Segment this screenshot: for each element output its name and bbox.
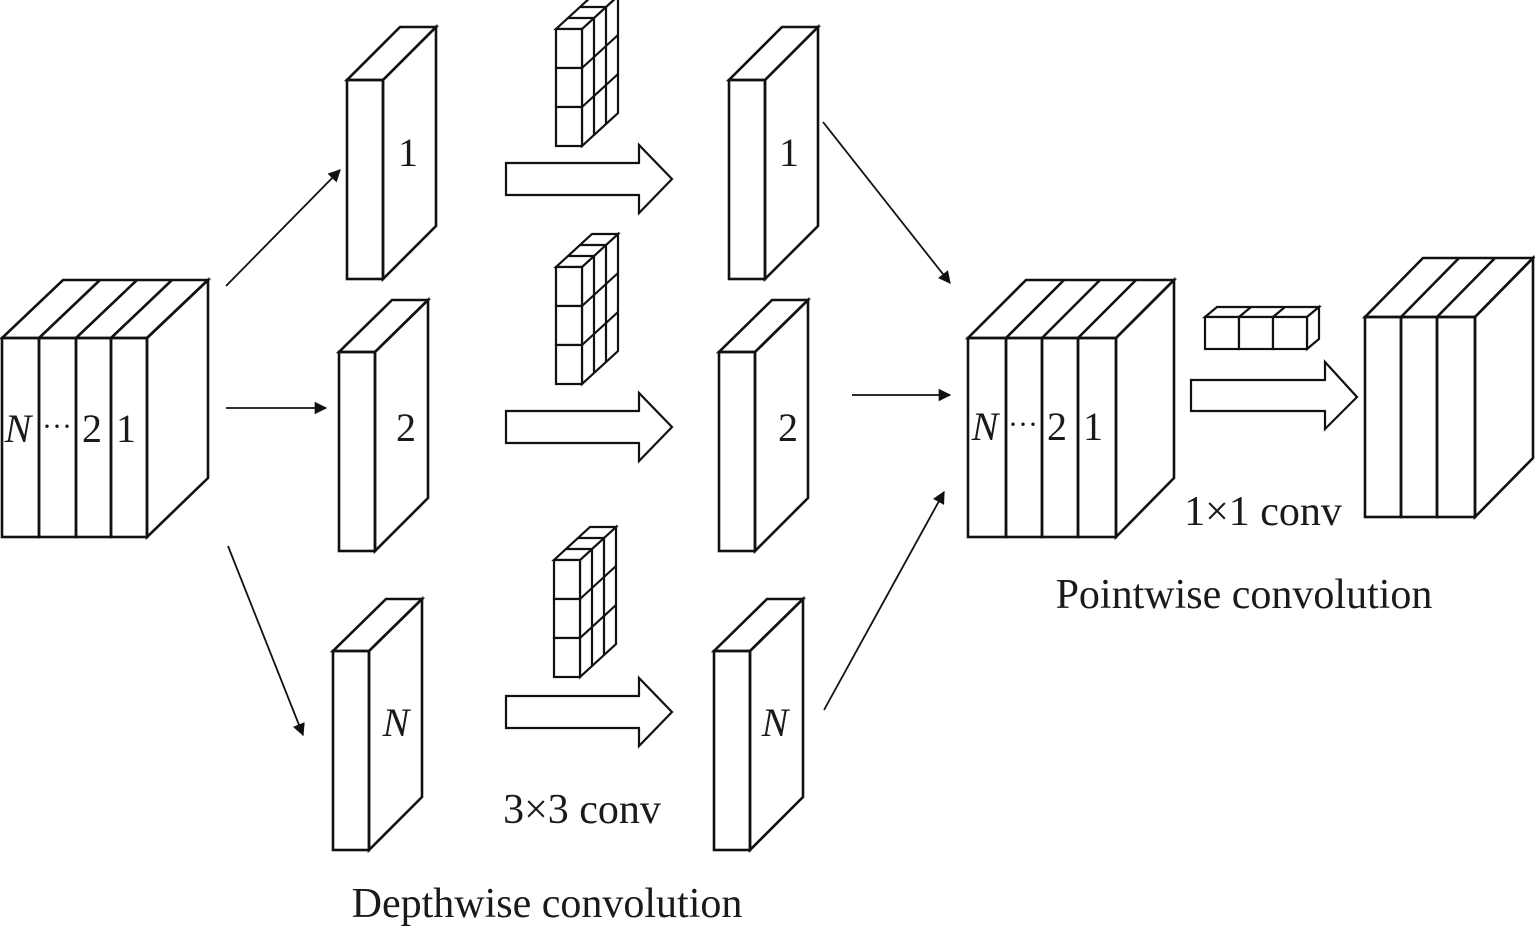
depthwise-output-n: N (710, 595, 807, 854)
split-channel-label-n: N (382, 700, 412, 745)
pointwise-kernel (1201, 304, 1323, 352)
split-arrow-n (227, 545, 305, 737)
depthwise-conv-arrow-3 (504, 675, 674, 749)
merge-arrow-1 (822, 121, 951, 284)
split-channel-label-1: 1 (398, 130, 418, 175)
depthwise-kernels (551, 0, 621, 680)
concat-channel-label-ellipsis: ··· (1008, 408, 1038, 441)
output-feature-map (1361, 254, 1535, 521)
input-channel-label-n: N (4, 406, 34, 451)
depthwise-conv-arrow-1 (504, 142, 674, 216)
concat-channel-label-2: 2 (1047, 404, 1067, 449)
split-channel-2: 2 (335, 296, 432, 555)
split-channel-1: 1 (343, 23, 440, 283)
split-channel-n: N (329, 595, 426, 854)
pointwise-kernel-label: 1×1 conv (1184, 489, 1342, 535)
input-channel-label-1: 1 (116, 406, 136, 451)
depthwise-output-label-2: 2 (778, 405, 798, 450)
depthwise-output-1: 1 (725, 23, 822, 283)
split-arrow-1 (225, 169, 341, 287)
split-channel-label-2: 2 (396, 405, 416, 450)
input-channel-label-ellipsis: ··· (42, 410, 72, 443)
depthwise-kernel-label: 3×3 conv (503, 787, 661, 833)
depthwise-kernel-3 (551, 524, 619, 680)
depthwise-caption: Depthwise convolution (352, 881, 743, 927)
pointwise-conv-arrow (1189, 359, 1359, 432)
merge-arrow-n (823, 490, 945, 711)
input-channel-label-2: 2 (82, 406, 102, 451)
depthwise-output-label-1: 1 (779, 130, 799, 175)
concatenated-feature-map: N ··· 2 1 (964, 276, 1178, 541)
depthwise-output-label-n: N (761, 700, 791, 745)
depthwise-kernel-1 (553, 0, 620, 149)
depthwise-conv-arrows (504, 142, 674, 749)
input-feature-map: N ··· 2 1 (0, 276, 212, 541)
depthwise-conv-arrow-2 (504, 390, 674, 464)
depthwise-output-2: 2 (715, 296, 812, 555)
concat-channel-label-n: N (971, 404, 1001, 449)
concat-channel-label-1: 1 (1083, 404, 1103, 449)
pointwise-caption: Pointwise convolution (1056, 572, 1433, 618)
depthwise-kernel-2 (553, 231, 621, 387)
